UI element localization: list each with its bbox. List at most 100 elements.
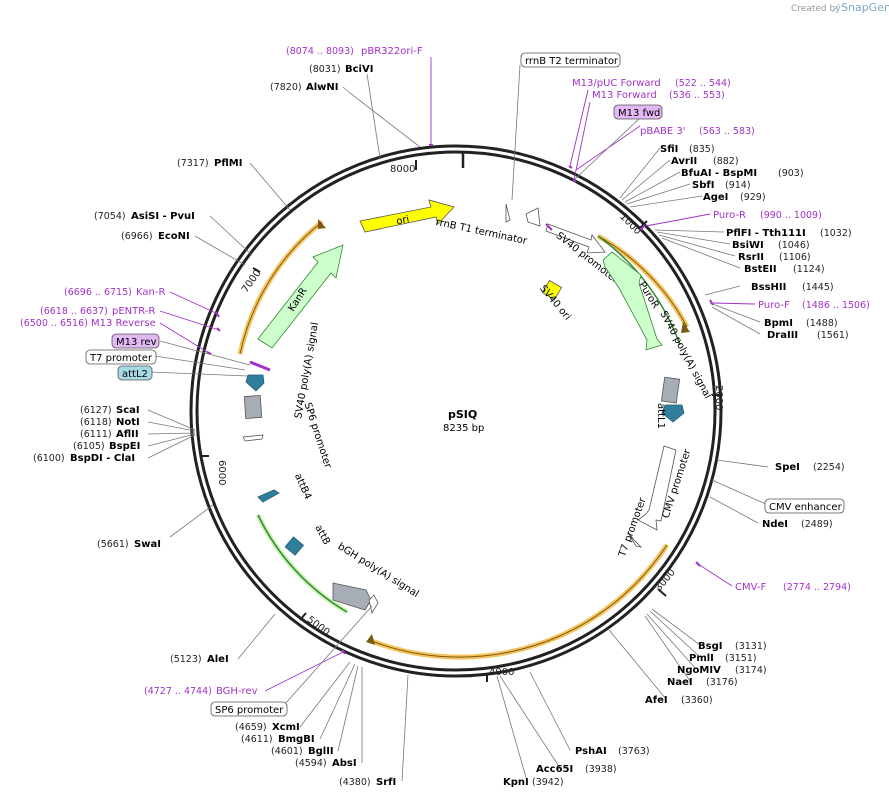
- site-pos: (882): [713, 156, 739, 167]
- site-name: BstEII: [744, 264, 777, 275]
- feature-shapes: ori rrnB T1 terminator SV40 promoter SV4…: [242, 199, 713, 615]
- orf-arc-main-core: [368, 544, 668, 658]
- orf-highlight-arcs: [237, 220, 690, 660]
- primer-name: CMV-F: [735, 582, 766, 593]
- site-name: RsrII: [738, 252, 764, 263]
- tick-label-4000: 4000: [489, 667, 514, 678]
- site-name: AgeI: [703, 192, 728, 203]
- site-pos: (3360): [681, 695, 713, 706]
- box-label: attL2: [122, 369, 148, 380]
- box-label: T7 promoter: [89, 353, 153, 364]
- primer-labels: (8074 .. 8093) pBR322ori-F M13/pUC Forwa…: [20, 46, 870, 697]
- leader-acc65i: [499, 675, 561, 769]
- site-pos: (903): [778, 168, 804, 179]
- tick-label-5000: 5000: [305, 614, 332, 638]
- tick-mark: [657, 588, 667, 597]
- ori-feature: [359, 199, 455, 233]
- site-name: AsiSI - PvuI: [131, 211, 195, 222]
- site-pos: (5123): [170, 654, 202, 665]
- site-name: SpeI: [775, 462, 800, 473]
- tick-mark: [252, 267, 261, 273]
- sv40-promoter-feature: [545, 223, 606, 254]
- site-name: PflMI: [214, 158, 242, 169]
- sv40-ori-feature: [541, 279, 563, 301]
- leader-bmgbi: [319, 663, 356, 740]
- rrnb-t2-glyph: [525, 207, 541, 227]
- primer-name: Puro-R: [713, 210, 746, 221]
- site-name: DraIII: [767, 330, 798, 341]
- primer-mark: [639, 224, 646, 231]
- primer-pos: (536 .. 553): [669, 90, 725, 101]
- leader-spei: [716, 459, 769, 468]
- leader-econi: [194, 235, 246, 266]
- site-pos: (7317): [177, 158, 209, 169]
- leader-asisi: [209, 215, 253, 256]
- orf-kanr-arrowhead: [318, 219, 326, 229]
- attl1-label: attL1: [655, 403, 666, 429]
- leader-bsshii: [704, 285, 741, 296]
- site-pos: (3151): [725, 653, 757, 664]
- t7-promoter-right-glyph: [627, 531, 643, 548]
- plasmid-name: pSIQ: [448, 408, 477, 421]
- leader-sbfi: [626, 183, 691, 205]
- branding: Created by ⟋ SnapGene: [791, 1, 889, 15]
- puror-feature: [602, 251, 663, 351]
- site-name: NaeI: [667, 677, 693, 688]
- primer-leader: [645, 213, 711, 227]
- leader-avrii: [621, 159, 671, 201]
- backbone-inner-ring: [195, 150, 717, 672]
- primer-name: M13 Reverse: [91, 318, 156, 329]
- ori-label: ori: [395, 214, 410, 227]
- site-pos: (1046): [778, 240, 810, 251]
- leader-noti: [147, 421, 196, 432]
- site-pos: (1124): [793, 264, 825, 275]
- box-t7-promoter: [85, 349, 157, 365]
- site-pos: (6100): [33, 453, 65, 464]
- primer-mark: [568, 165, 573, 169]
- site-name: BglII: [308, 746, 334, 757]
- leader-ndei: [709, 496, 759, 524]
- tick-mark: [639, 220, 648, 229]
- site-pos: (1106): [779, 252, 811, 263]
- site-name: AlwNI: [306, 82, 339, 93]
- box-m13-rev: [111, 333, 160, 349]
- site-name: NotI: [116, 417, 140, 428]
- primer-name: BGH-rev: [216, 686, 258, 697]
- site-name: AbsI: [332, 758, 357, 769]
- attb4-label: attB4: [292, 472, 313, 501]
- site-pos: (1488): [806, 318, 838, 329]
- orf-arc-kanr-core: [239, 221, 323, 355]
- kanr-feature: [257, 244, 344, 349]
- site-name: EcoNI: [158, 231, 190, 242]
- leader-kpni: [496, 675, 528, 782]
- site-name: PshAI: [575, 746, 607, 757]
- primer-leader: [569, 89, 589, 167]
- site-pos: (6127): [80, 405, 112, 416]
- primer-pos: (1486 .. 1506): [802, 300, 870, 311]
- site-name: KpnI: [503, 777, 529, 788]
- tick-label-1000: 1000: [617, 211, 643, 237]
- created-by-text: Created by: [791, 4, 841, 14]
- site-pos: (3131): [735, 641, 767, 652]
- leader-xcmi: [299, 661, 351, 728]
- site-name: BspDI - ClaI: [70, 453, 135, 464]
- site-pos: (4594): [295, 758, 327, 769]
- leader-bsteii: [661, 237, 741, 269]
- attb-green-arc-core: [257, 514, 348, 613]
- leader-alwni: [342, 86, 421, 148]
- t7-promoter-right-label: T7 promoter: [617, 496, 649, 560]
- leader-bspei: [147, 433, 196, 447]
- site-name: NgoMIV: [677, 665, 721, 676]
- leader-bcivi: [366, 73, 381, 159]
- site-labels: (8031) BciVI (7820) AlwNI (7317) PflMI (…: [33, 64, 852, 788]
- primer-name: pENTR-R: [112, 306, 155, 317]
- leader-bspdi: [147, 434, 196, 459]
- primer-leader: [264, 651, 344, 692]
- site-pos: (6118): [80, 417, 112, 428]
- sv40-polya-left-feature: [243, 395, 263, 419]
- primer-leader: [169, 291, 219, 315]
- attl1-feature: [661, 404, 685, 423]
- rrnb-t1-label: rrnB T1 terminator: [435, 217, 529, 247]
- sp6-promoter-left-glyph: [242, 434, 264, 442]
- box-m13-fwd: [613, 104, 663, 120]
